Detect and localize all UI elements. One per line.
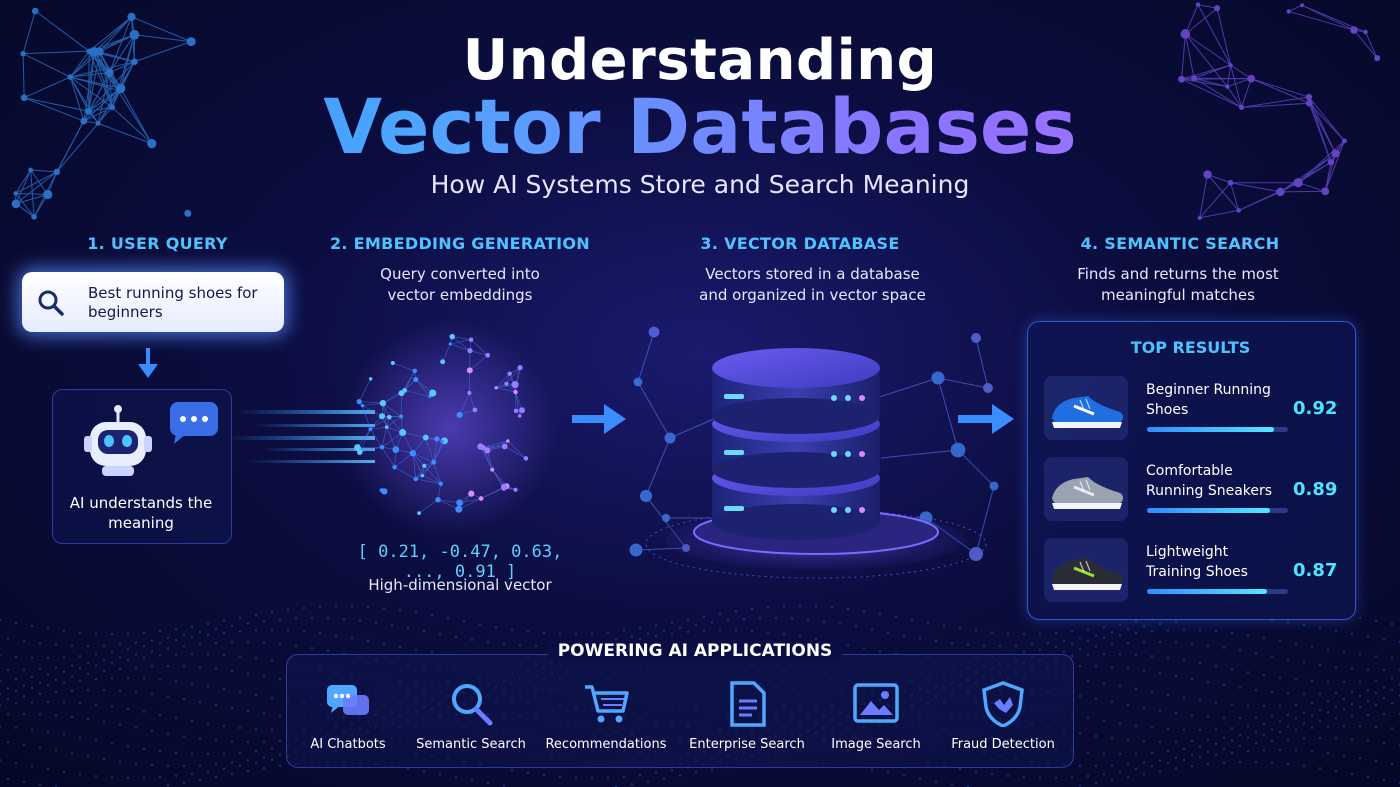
result-score-bar-fill <box>1147 589 1267 594</box>
vector-values: [ 0.21, -0.47, 0.63, ..., 0.91 ] <box>357 542 563 582</box>
application-label: AI Chatbots <box>310 737 386 752</box>
result-score-bar <box>1147 508 1288 513</box>
magnifier-icon <box>452 684 493 726</box>
step-4-heading: 4. SEMANTIC SEARCH <box>1080 234 1280 253</box>
application-item[interactable]: AI Chatbots <box>278 681 418 752</box>
result-item[interactable]: Comfortable Running Sneakers 0.89 <box>1044 457 1340 523</box>
application-label: Semantic Search <box>416 737 526 752</box>
data-stream <box>225 410 375 463</box>
corner-network-right <box>1178 2 1381 220</box>
embedding-sphere <box>342 320 558 536</box>
ai-understanding-card <box>52 389 232 544</box>
shoe-icon <box>1052 477 1123 509</box>
step-4-description: Finds and returns the most meaningful ma… <box>1077 265 1279 304</box>
shoe-icon <box>1052 396 1123 428</box>
application-label: Image Search <box>831 737 921 752</box>
robot-icon <box>84 402 218 476</box>
subtitle: How AI Systems Store and Search Meaning <box>430 170 970 199</box>
search-query-box[interactable] <box>22 272 284 332</box>
document-icon <box>730 681 766 727</box>
arrow-right-icon <box>572 404 626 434</box>
result-score: 0.89 <box>1293 479 1338 500</box>
shield-icon <box>982 681 1024 728</box>
result-score-bar <box>1147 589 1288 594</box>
step-1-heading: 1. USER QUERY <box>87 234 228 253</box>
result-score-bar-fill <box>1147 427 1274 432</box>
result-name: Comfortable Running Sneakers <box>1146 463 1273 499</box>
arrow-right-icon <box>958 404 1014 434</box>
step-3-description: Vectors stored in a database and organiz… <box>699 265 926 304</box>
result-score: 0.87 <box>1293 560 1338 581</box>
chat-bubbles-icon <box>327 685 369 715</box>
vector-caption: High-dimensional vector <box>368 576 552 594</box>
result-thumbnail <box>1044 538 1128 602</box>
application-item[interactable]: Semantic Search <box>401 681 541 752</box>
application-item[interactable]: Enterprise Search <box>677 681 817 752</box>
application-label: Enterprise Search <box>689 737 805 752</box>
speech-bubble-icon <box>170 402 218 444</box>
result-score-bar-fill <box>1147 508 1270 513</box>
top-results-heading: TOP RESULTS <box>1130 338 1251 357</box>
step-3-heading: 3. VECTOR DATABASE <box>700 234 900 253</box>
result-item[interactable]: Lightweight Training Shoes 0.87 <box>1044 538 1340 604</box>
step-2-heading: 2. EMBEDDING GENERATION <box>330 234 590 253</box>
application-label: Recommendations <box>545 737 667 752</box>
ai-caption: AI understands the meaning <box>69 494 213 532</box>
title-line-1: Understanding <box>462 28 938 93</box>
result-name: Beginner Running Shoes <box>1146 382 1271 418</box>
result-item[interactable]: Beginner Running Shoes 0.92 <box>1044 376 1340 442</box>
application-item[interactable]: Image Search <box>806 681 946 752</box>
result-name: Lightweight Training Shoes <box>1146 544 1248 580</box>
shopping-cart-icon <box>585 685 629 723</box>
shoe-icon <box>1052 558 1123 590</box>
application-label: Fraud Detection <box>951 737 1055 752</box>
corner-network-left <box>11 7 196 220</box>
result-thumbnail <box>1044 457 1128 521</box>
result-score-bar <box>1147 427 1288 432</box>
arrow-down-icon <box>138 348 158 378</box>
db-cylinder <box>712 348 880 540</box>
result-thumbnail <box>1044 376 1128 440</box>
search-icon <box>38 290 64 316</box>
query-text: Best running shoes for beginners <box>88 284 258 321</box>
image-icon <box>853 683 899 723</box>
step-2-description: Query converted into vector embeddings <box>380 265 540 304</box>
title-line-2: Vector Databases <box>0 82 1400 172</box>
application-item[interactable]: Recommendations <box>536 681 676 752</box>
applications-heading: POWERING AI APPLICATIONS <box>548 641 842 661</box>
vector-database-illustration <box>629 326 999 579</box>
application-item[interactable]: Fraud Detection <box>933 681 1073 752</box>
result-score: 0.92 <box>1293 398 1338 419</box>
